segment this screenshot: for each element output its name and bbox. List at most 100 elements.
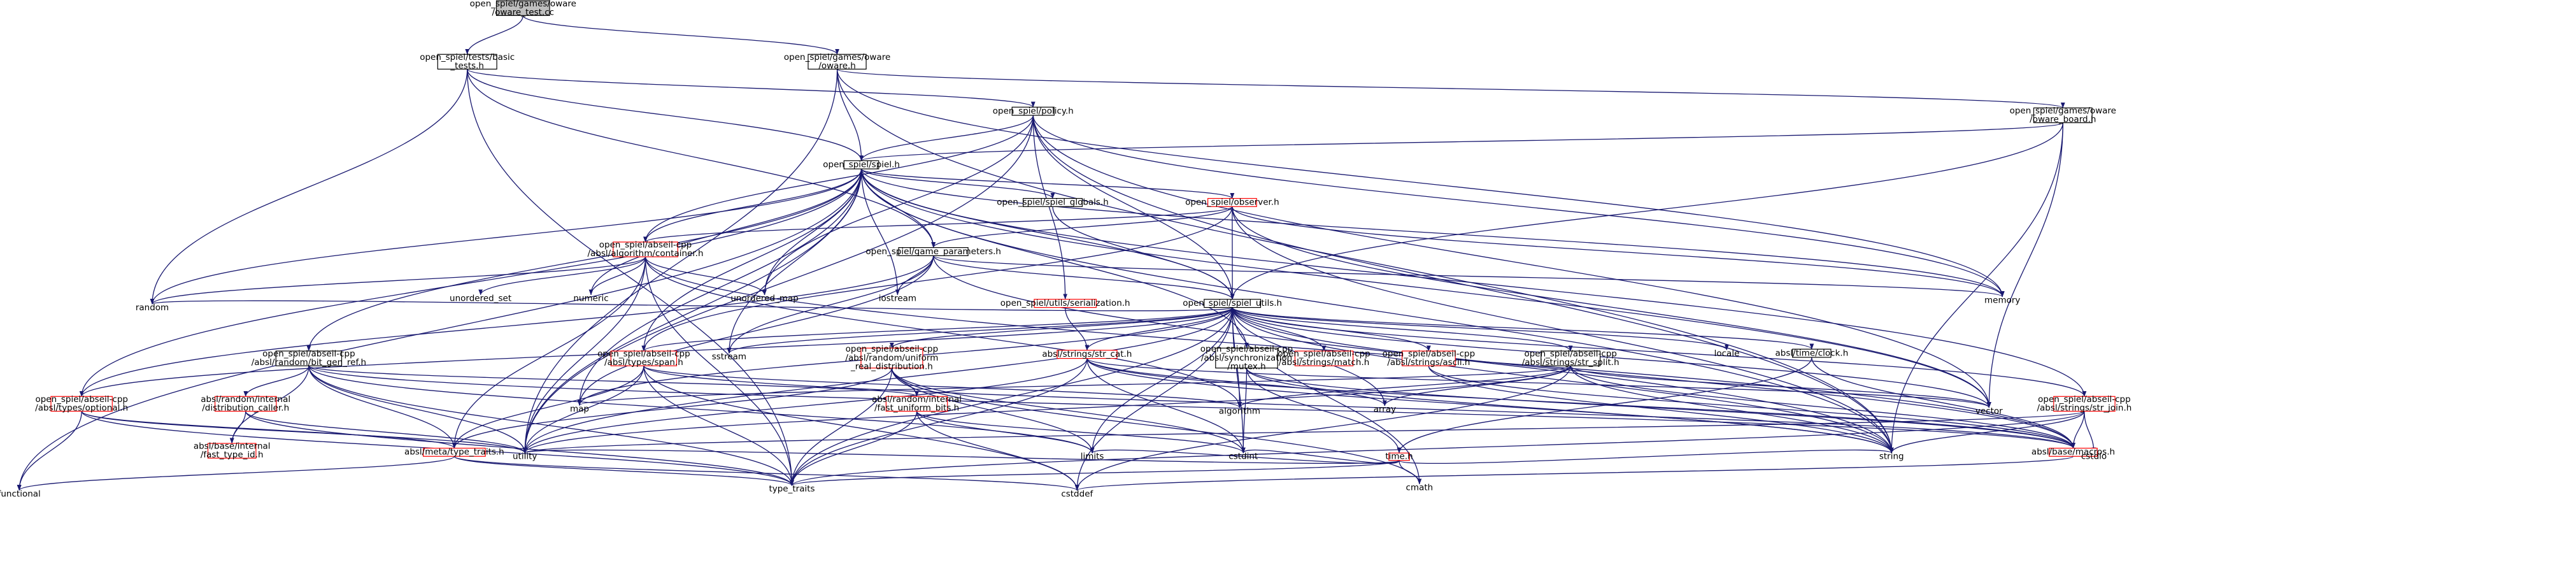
node-bit_gen_ref[interactable]: open_spiel/abseil-cpp/absl/random/bit_ge…	[252, 349, 366, 368]
edge-observer-to-container	[643, 206, 1233, 243]
edge-str_split-to-utility	[523, 366, 1571, 454]
edge-bit_gen_ref-to-fast_uniform	[308, 365, 919, 397]
node-limits: limits	[1081, 452, 1104, 462]
node-label-algorithm-0: algorithm	[1219, 406, 1260, 416]
node-label-spiel-0: open_spiel/spiel.h	[823, 160, 900, 170]
edge-spiel-to-string	[860, 169, 1894, 454]
edge-spiel-to-numeric	[588, 169, 862, 296]
node-spiel_utils[interactable]: open_spiel/spiel_utils.h	[1183, 298, 1282, 308]
node-box-time_h	[1388, 452, 1410, 461]
node-spiel_globals[interactable]: open_spiel/spiel_globals.h	[997, 197, 1109, 208]
node-label-functional-0: functional	[0, 489, 41, 499]
node-spiel[interactable]: open_spiel/spiel.h	[823, 160, 900, 170]
node-type_traits_h[interactable]: absl/meta/type_traits.h	[404, 447, 504, 457]
node-box-basic_tests	[437, 54, 497, 70]
node-fast_uniform[interactable]: absl/random/internal/fast_uniform_bits.h	[872, 394, 962, 413]
node-uniform_real[interactable]: open_spiel/abseil-cpp/absl/random/unifor…	[845, 344, 938, 371]
edge-mutex-to-cstdint	[1241, 368, 1248, 454]
node-label-str_join-1: /absl/strings/str_join.h	[2037, 403, 2131, 413]
edge-spiel_utils-to-type_traits	[790, 307, 1233, 486]
edge-spiel_utils-to-str_match	[1232, 307, 1327, 352]
node-label-span-0: open_spiel/abseil-cpp	[597, 349, 690, 359]
node-label-dist_caller-0: absl/random/internal	[201, 394, 290, 405]
node-box-container	[613, 241, 678, 257]
edge-spiel_globals-to-spiel_utils	[1052, 206, 1235, 300]
node-ascii[interactable]: open_spiel/abseil-cpp/absl/strings/ascii…	[1383, 349, 1476, 368]
node-mutex[interactable]: open_spiel/abseil-cpp/absl/synchronizati…	[1200, 344, 1293, 371]
edge-spiel-to-map	[577, 169, 862, 406]
edge-basic_tests-to-random	[150, 69, 468, 305]
node-label-optional-1: /absl/types/optional.h	[35, 403, 128, 413]
edge-spiel-to-str_join	[860, 169, 2087, 397]
node-str_join[interactable]: open_spiel/abseil-cpp/absl/strings/str_j…	[2037, 394, 2131, 413]
node-container[interactable]: open_spiel/abseil-cpp/absl/algorithm/con…	[588, 240, 704, 259]
node-oware_h[interactable]: open_spiel/games/oware/oware.h	[784, 52, 890, 71]
node-policy[interactable]: open_spiel/policy.h	[993, 106, 1074, 116]
node-dist_caller[interactable]: absl/random/internal/distribution_caller…	[201, 394, 290, 413]
node-game_params[interactable]: open_spiel/game_parameters.h	[865, 247, 1001, 257]
node-label-policy-0: open_spiel/policy.h	[993, 106, 1074, 116]
edge-serialization-to-str_cat	[1065, 307, 1090, 351]
edge-spiel_utils-to-cstddef	[1074, 307, 1233, 491]
node-optional[interactable]: open_spiel/abseil-cpp/absl/types/optiona…	[35, 394, 128, 413]
node-label-basic_tests-0: open_spiel/tests/basic	[420, 52, 515, 62]
edge-span-to-type_traits_h	[452, 366, 644, 448]
edge-spiel-to-memory	[860, 169, 2005, 298]
node-label-uniform_real-2: _real_distribution.h	[850, 361, 933, 371]
node-clock[interactable]: absl/time/clock.h	[1775, 348, 1849, 358]
node-box-macros	[2049, 447, 2098, 457]
node-str_split[interactable]: open_spiel/abseil-cpp/absl/strings/str_s…	[1522, 349, 1619, 368]
edge-fast_uniform-to-cstdint	[916, 411, 1246, 454]
edge-spiel-to-vector	[860, 169, 1991, 408]
edge-spiel_utils-to-str_cat	[1085, 307, 1233, 351]
node-label-container-1: /absl/algorithm/container.h	[588, 248, 704, 259]
node-numeric: numeric	[573, 293, 608, 303]
node-label-cstdio-0: cstdio	[2081, 452, 2107, 462]
node-span[interactable]: open_spiel/abseil-cpp/absl/types/span.h	[597, 349, 690, 368]
node-label-ascii-1: /absl/strings/ascii.h	[1387, 357, 1470, 368]
node-label-random-0: random	[136, 303, 169, 313]
node-macros[interactable]: absl/base/macros.h	[2032, 447, 2115, 457]
edge-str_cat-to-utility	[522, 358, 1088, 454]
edge-mutex-to-macros	[1246, 368, 2075, 448]
node-box-uniform_real	[860, 347, 923, 369]
node-observer[interactable]: open_spiel/observer.h	[1185, 197, 1279, 208]
edge-spiel-to-iostream	[860, 169, 900, 296]
edge-bit_gen_ref-to-type_traits	[308, 366, 794, 486]
node-cstdint: cstdint	[1228, 452, 1258, 462]
node-label-str_join-0: open_spiel/abseil-cpp	[2038, 394, 2131, 405]
node-basic_tests[interactable]: open_spiel/tests/basic_tests.h	[420, 52, 515, 71]
edge-type_traits_h-to-functional	[17, 456, 455, 491]
node-box-mutex	[1215, 347, 1278, 369]
edge-oware_board-to-vector	[1986, 122, 2063, 408]
edge-basic_tests-to-policy	[467, 68, 1035, 108]
node-fast_type_id[interactable]: absl/base/internal/fast_type_id.h	[194, 441, 271, 461]
edge-observer-to-memory	[1232, 206, 2005, 298]
node-label-mutex-0: open_spiel/abseil-cpp	[1200, 344, 1293, 354]
node-label-uniform_real-1: /absl/random/uniform	[845, 353, 938, 363]
node-cstddef: cstddef	[1061, 489, 1093, 499]
node-box-policy	[1011, 106, 1055, 116]
node-label-vector-0: vector	[1975, 406, 2003, 416]
edge-policy-to-spiel_utils	[1032, 115, 1235, 300]
edge-ascii-to-string	[1428, 366, 1894, 454]
node-str_cat[interactable]: absl/strings/str_cat.h	[1042, 349, 1132, 359]
edge-spiel-to-random	[150, 169, 862, 305]
edge-oware_board-to-spiel_utils	[1230, 122, 2063, 300]
node-label-str_split-1: /absl/strings/str_split.h	[1522, 357, 1619, 368]
node-box-str_match	[1294, 350, 1354, 366]
edge-oware_board-to-spiel	[859, 122, 2063, 161]
node-box-oware_h	[808, 54, 867, 70]
edge-oware_board-to-string	[1889, 122, 2063, 454]
edge-spiel_utils-to-uniform_real	[890, 307, 1233, 348]
node-time_h[interactable]: time.h	[1385, 452, 1413, 462]
node-box-bit_gen_ref	[275, 350, 343, 366]
edge-spiel_utils-to-sstream	[727, 307, 1233, 354]
node-str_match[interactable]: open_spiel/abseil-cpp/absl/strings/match…	[1277, 349, 1370, 368]
edge-str_split-to-map	[578, 365, 1571, 406]
edge-str_split-to-cstddef	[1074, 366, 1571, 491]
node-oware_board[interactable]: open_spiel/games/oware/oware_board.h	[2010, 106, 2116, 125]
node-serialization[interactable]: open_spiel/utils/serialization.h	[1000, 298, 1130, 308]
node-label-unordered_map-0: unordered_map	[730, 293, 798, 303]
node-label-clock-0: absl/time/clock.h	[1775, 348, 1849, 358]
